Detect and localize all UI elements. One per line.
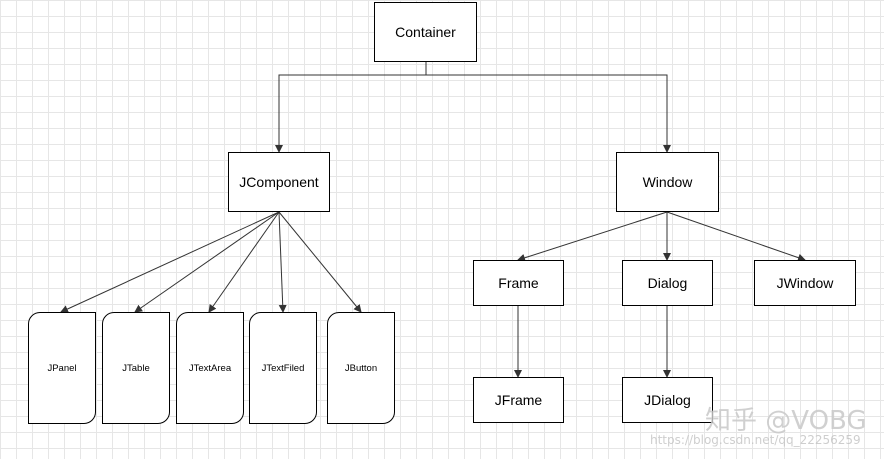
edge-container-jcomponent <box>275 62 427 153</box>
node-jtextarea: JTextArea <box>176 312 244 424</box>
edge-jcomponent-jtextarea <box>208 211 280 313</box>
edge-jcomponent-jbutton <box>278 211 362 313</box>
node-jtable: JTable <box>102 312 170 424</box>
node-jdialog: JDialog <box>622 377 713 423</box>
edge-jcomponent-jpanel <box>60 211 280 313</box>
node-frame: Frame <box>473 260 564 306</box>
edge-window-frame <box>517 211 668 262</box>
edge-window-jwindow <box>666 211 806 262</box>
node-jtextfiled: JTextFiled <box>249 312 317 424</box>
watermark-brand: 知乎 @VOBG <box>705 406 867 436</box>
watermark-url: https://blog.csdn.net/qq_22256259 <box>650 433 861 447</box>
node-container: Container <box>374 2 477 62</box>
edge-jcomponent-jtable <box>134 211 280 313</box>
node-window: Window <box>616 152 719 212</box>
node-jpanel: JPanel <box>28 312 96 424</box>
node-jframe: JFrame <box>473 377 564 423</box>
node-jbutton: JButton <box>327 312 395 424</box>
node-jwindow: JWindow <box>754 260 856 306</box>
edge-jcomponent-jtextfiled <box>278 211 287 313</box>
node-jcomponent: JComponent <box>228 152 330 212</box>
node-dialog: Dialog <box>622 260 713 306</box>
edge-container-window <box>426 74 671 153</box>
